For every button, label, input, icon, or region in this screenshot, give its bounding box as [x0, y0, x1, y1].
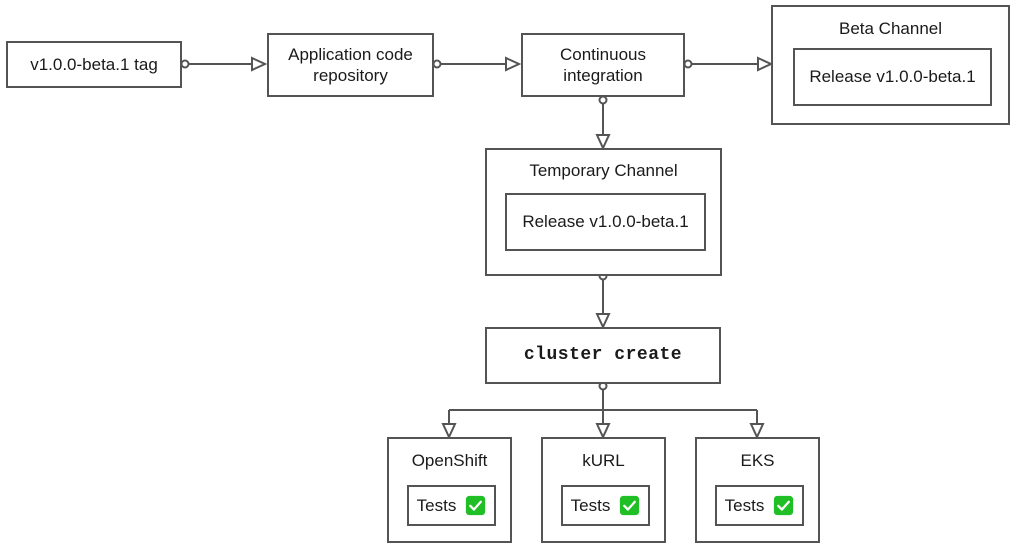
container-beta-channel[interactable]: Beta Channel Release v1.0.0-beta.1: [771, 5, 1010, 125]
beta-channel-release-box[interactable]: Release v1.0.0-beta.1: [793, 48, 992, 106]
target-kurl-tests-label: Tests: [570, 495, 611, 515]
node-version-tag-label: v1.0.0-beta.1 tag: [30, 54, 158, 74]
node-version-tag[interactable]: v1.0.0-beta.1 tag: [6, 41, 182, 88]
node-continuous-integration-label: Continuous integration: [559, 44, 646, 85]
target-eks-tests-label: Tests: [724, 495, 765, 515]
node-continuous-integration[interactable]: Continuous integration: [521, 33, 685, 97]
check-mark-button-icon: [465, 495, 486, 516]
temporary-channel-release-label: Release v1.0.0-beta.1: [522, 212, 689, 231]
node-application-code-repository[interactable]: Application code repository: [267, 33, 434, 97]
container-target-openshift[interactable]: OpenShift Tests: [387, 437, 512, 543]
edge-ci-to-beta-channel: [683, 56, 774, 72]
node-cluster-create-label: cluster create: [523, 345, 683, 366]
target-eks-title: EKS: [740, 451, 775, 470]
beta-channel-release-label: Release v1.0.0-beta.1: [809, 67, 976, 86]
target-kurl-tests-box[interactable]: Tests: [561, 485, 650, 526]
container-target-kurl[interactable]: kURL Tests: [541, 437, 666, 543]
target-openshift-title: OpenShift: [411, 451, 488, 470]
node-application-code-repository-label: Application code repository: [288, 44, 413, 85]
container-temporary-channel[interactable]: Temporary Channel Release v1.0.0-beta.1: [485, 148, 722, 276]
edge-repo-to-ci: [432, 56, 522, 72]
edge-tag-to-repo: [180, 56, 268, 72]
container-target-eks[interactable]: EKS Tests: [695, 437, 820, 543]
temporary-channel-release-box[interactable]: Release v1.0.0-beta.1: [505, 193, 706, 251]
beta-channel-title: Beta Channel: [838, 19, 943, 38]
edge-ci-to-temporary-channel: [595, 95, 611, 151]
target-openshift-tests-box[interactable]: Tests: [407, 485, 496, 526]
check-mark-button-icon: [773, 495, 794, 516]
target-kurl-title: kURL: [582, 451, 625, 470]
check-mark-button-icon: [619, 495, 640, 516]
edge-cluster-create-to-targets: [441, 381, 765, 440]
edge-temporary-channel-to-cluster-create: [595, 271, 611, 330]
node-cluster-create[interactable]: cluster create: [485, 327, 721, 384]
target-openshift-tests-label: Tests: [416, 495, 457, 515]
target-eks-tests-box[interactable]: Tests: [715, 485, 804, 526]
temporary-channel-title: Temporary Channel: [529, 161, 678, 180]
